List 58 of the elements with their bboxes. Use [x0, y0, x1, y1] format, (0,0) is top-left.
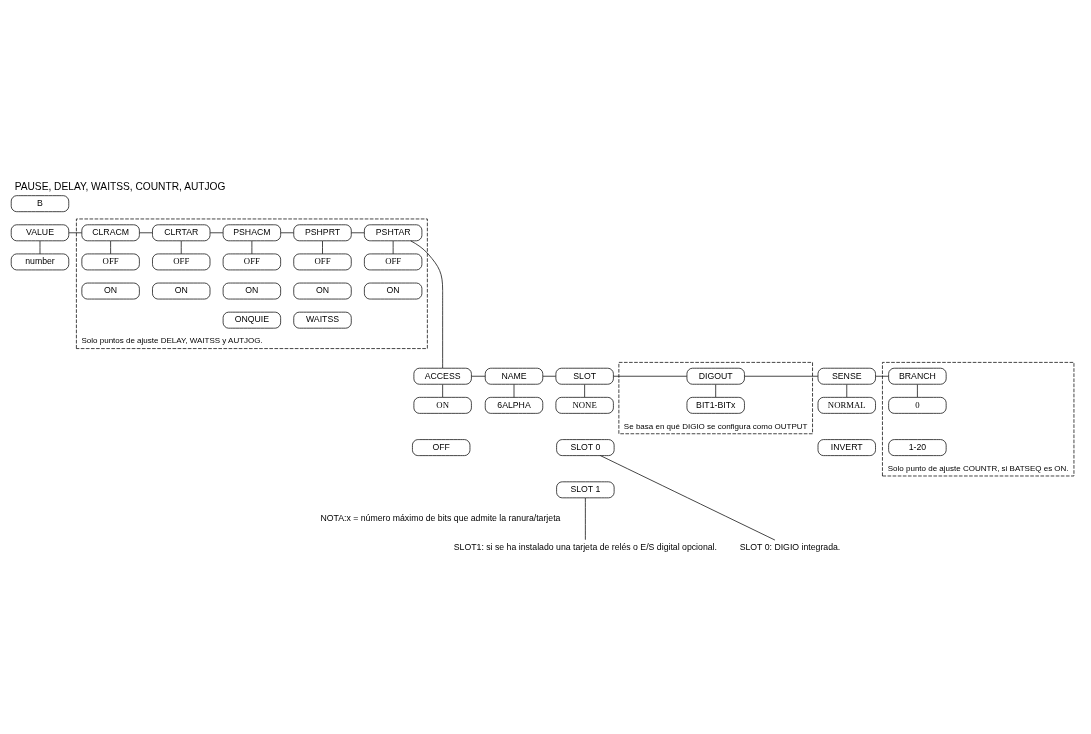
node-box: SENSE: [817, 367, 876, 385]
connector: [442, 383, 443, 398]
node-text: SLOT1: si se ha instalado una tarjeta de relés o E/S digital opcional.: [453, 541, 717, 552]
node-box: BIT1-BITx: [686, 396, 745, 414]
node-box: ACCESS: [413, 367, 472, 385]
node-box: NORMAL: [817, 396, 876, 414]
node-box: VALUE: [10, 223, 70, 241]
connector: [584, 383, 585, 398]
connector: [139, 231, 153, 233]
node-box: B: [10, 194, 70, 212]
node-box: ON: [152, 282, 211, 299]
label: NOTA:x = número máximo de bits que admite la ranura/tarjeta: [320, 512, 561, 523]
node-box: NAME: [484, 367, 544, 385]
node-box: PSHACM: [222, 223, 281, 241]
connector: [917, 383, 918, 398]
node-box: number: [10, 253, 70, 270]
connector: [613, 375, 688, 377]
node-box: DIGOUT: [686, 367, 745, 385]
node-box: ONQUIE: [222, 311, 281, 329]
node-text: SLOT 0: DIGIO integrada.: [739, 541, 841, 552]
node-box: PSHTAR: [364, 223, 423, 241]
node-box: ON: [293, 282, 352, 299]
node-box: ON: [413, 396, 472, 414]
node-box: OFF: [293, 253, 352, 270]
connector: [513, 383, 515, 398]
connector: [351, 231, 365, 233]
node-box: OFF: [412, 438, 471, 456]
connector: [600, 454, 776, 540]
node-box: WAITSS: [293, 311, 352, 329]
connector: [471, 375, 486, 377]
connector: [68, 231, 82, 233]
connector: [180, 240, 182, 254]
node-box: OFF: [222, 253, 281, 270]
node-box: 1-20: [888, 438, 947, 456]
node-box: SLOT 0: [556, 438, 615, 456]
node-box: OFF: [364, 253, 423, 270]
node-box: PSHPRT: [293, 223, 352, 241]
diagram-title: PAUSE, DELAY, WAITSS, COUNTR, AUTJOG: [14, 180, 226, 192]
node-box: SLOT: [555, 367, 614, 385]
node-box: CLRACM: [81, 223, 140, 241]
node-box: 0: [888, 396, 947, 414]
connector: [322, 240, 323, 254]
node-box: OFF: [152, 253, 211, 270]
node-box: OFF: [81, 253, 140, 270]
node-box: BRANCH: [888, 367, 947, 385]
connector: [410, 240, 443, 368]
connector: [875, 375, 889, 377]
connector: [585, 497, 586, 540]
connector: [110, 240, 111, 254]
node-box: INVERT: [817, 438, 876, 456]
node-box: CLRTAR: [152, 223, 211, 241]
node-box: ON: [364, 282, 423, 299]
node-box: ON: [81, 282, 140, 299]
node-box: ON: [222, 282, 281, 299]
node-box: SLOT 1: [556, 480, 615, 498]
connector: [744, 375, 819, 377]
node-box: NONE: [555, 396, 614, 414]
node-box: 6ALPHA: [484, 396, 544, 414]
